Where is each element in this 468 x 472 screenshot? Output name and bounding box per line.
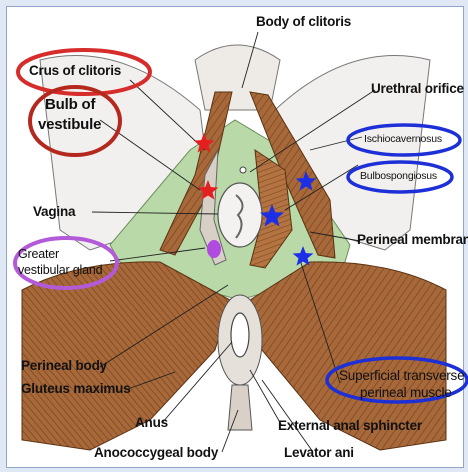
label-bulb-of-vestibule-line2: vestibule bbox=[38, 116, 101, 133]
label-bulb-of-vestibule-line1: Bulb of bbox=[45, 96, 95, 113]
label-anococcygeal-body: Anococcygeal body bbox=[94, 445, 218, 460]
label-body-of-clitoris: Body of clitoris bbox=[256, 14, 351, 29]
label-vagina: Vagina bbox=[33, 204, 75, 219]
label-gluteus-maximus: Gluteus maximus bbox=[21, 381, 131, 396]
label-crus-of-clitoris: Crus of clitoris bbox=[29, 63, 121, 78]
urethral-orifice-mark bbox=[240, 167, 246, 173]
gluteus-maximus-left bbox=[22, 262, 230, 450]
greater-vestibular-gland-dot bbox=[207, 240, 221, 258]
label-external-anal-sphincter: External anal sphincter bbox=[278, 418, 422, 433]
label-superficial-transverse-line1: Superficial transverse bbox=[339, 368, 464, 383]
vaginal-opening bbox=[218, 183, 262, 247]
label-perineal-membrane: Perineal membrane bbox=[357, 232, 468, 247]
label-superficial-transverse-line2: perineal muscle bbox=[360, 385, 452, 400]
label-levator-ani: Levator ani bbox=[284, 445, 354, 460]
label-bulbospongiosus: Bulbospongiosus bbox=[360, 170, 437, 182]
label-greater-vestibular-gland-line1: Greater bbox=[18, 247, 59, 261]
label-anus: Anus bbox=[135, 415, 168, 430]
label-perineal-body: Perineal body bbox=[21, 358, 107, 373]
anus bbox=[231, 313, 249, 357]
label-greater-vestibular-gland-line2: vestibular gland bbox=[18, 263, 102, 277]
label-ischiocavernosus: Ischiocavernosus bbox=[364, 133, 442, 145]
label-urethral-orifice: Urethral orifice bbox=[371, 81, 464, 96]
